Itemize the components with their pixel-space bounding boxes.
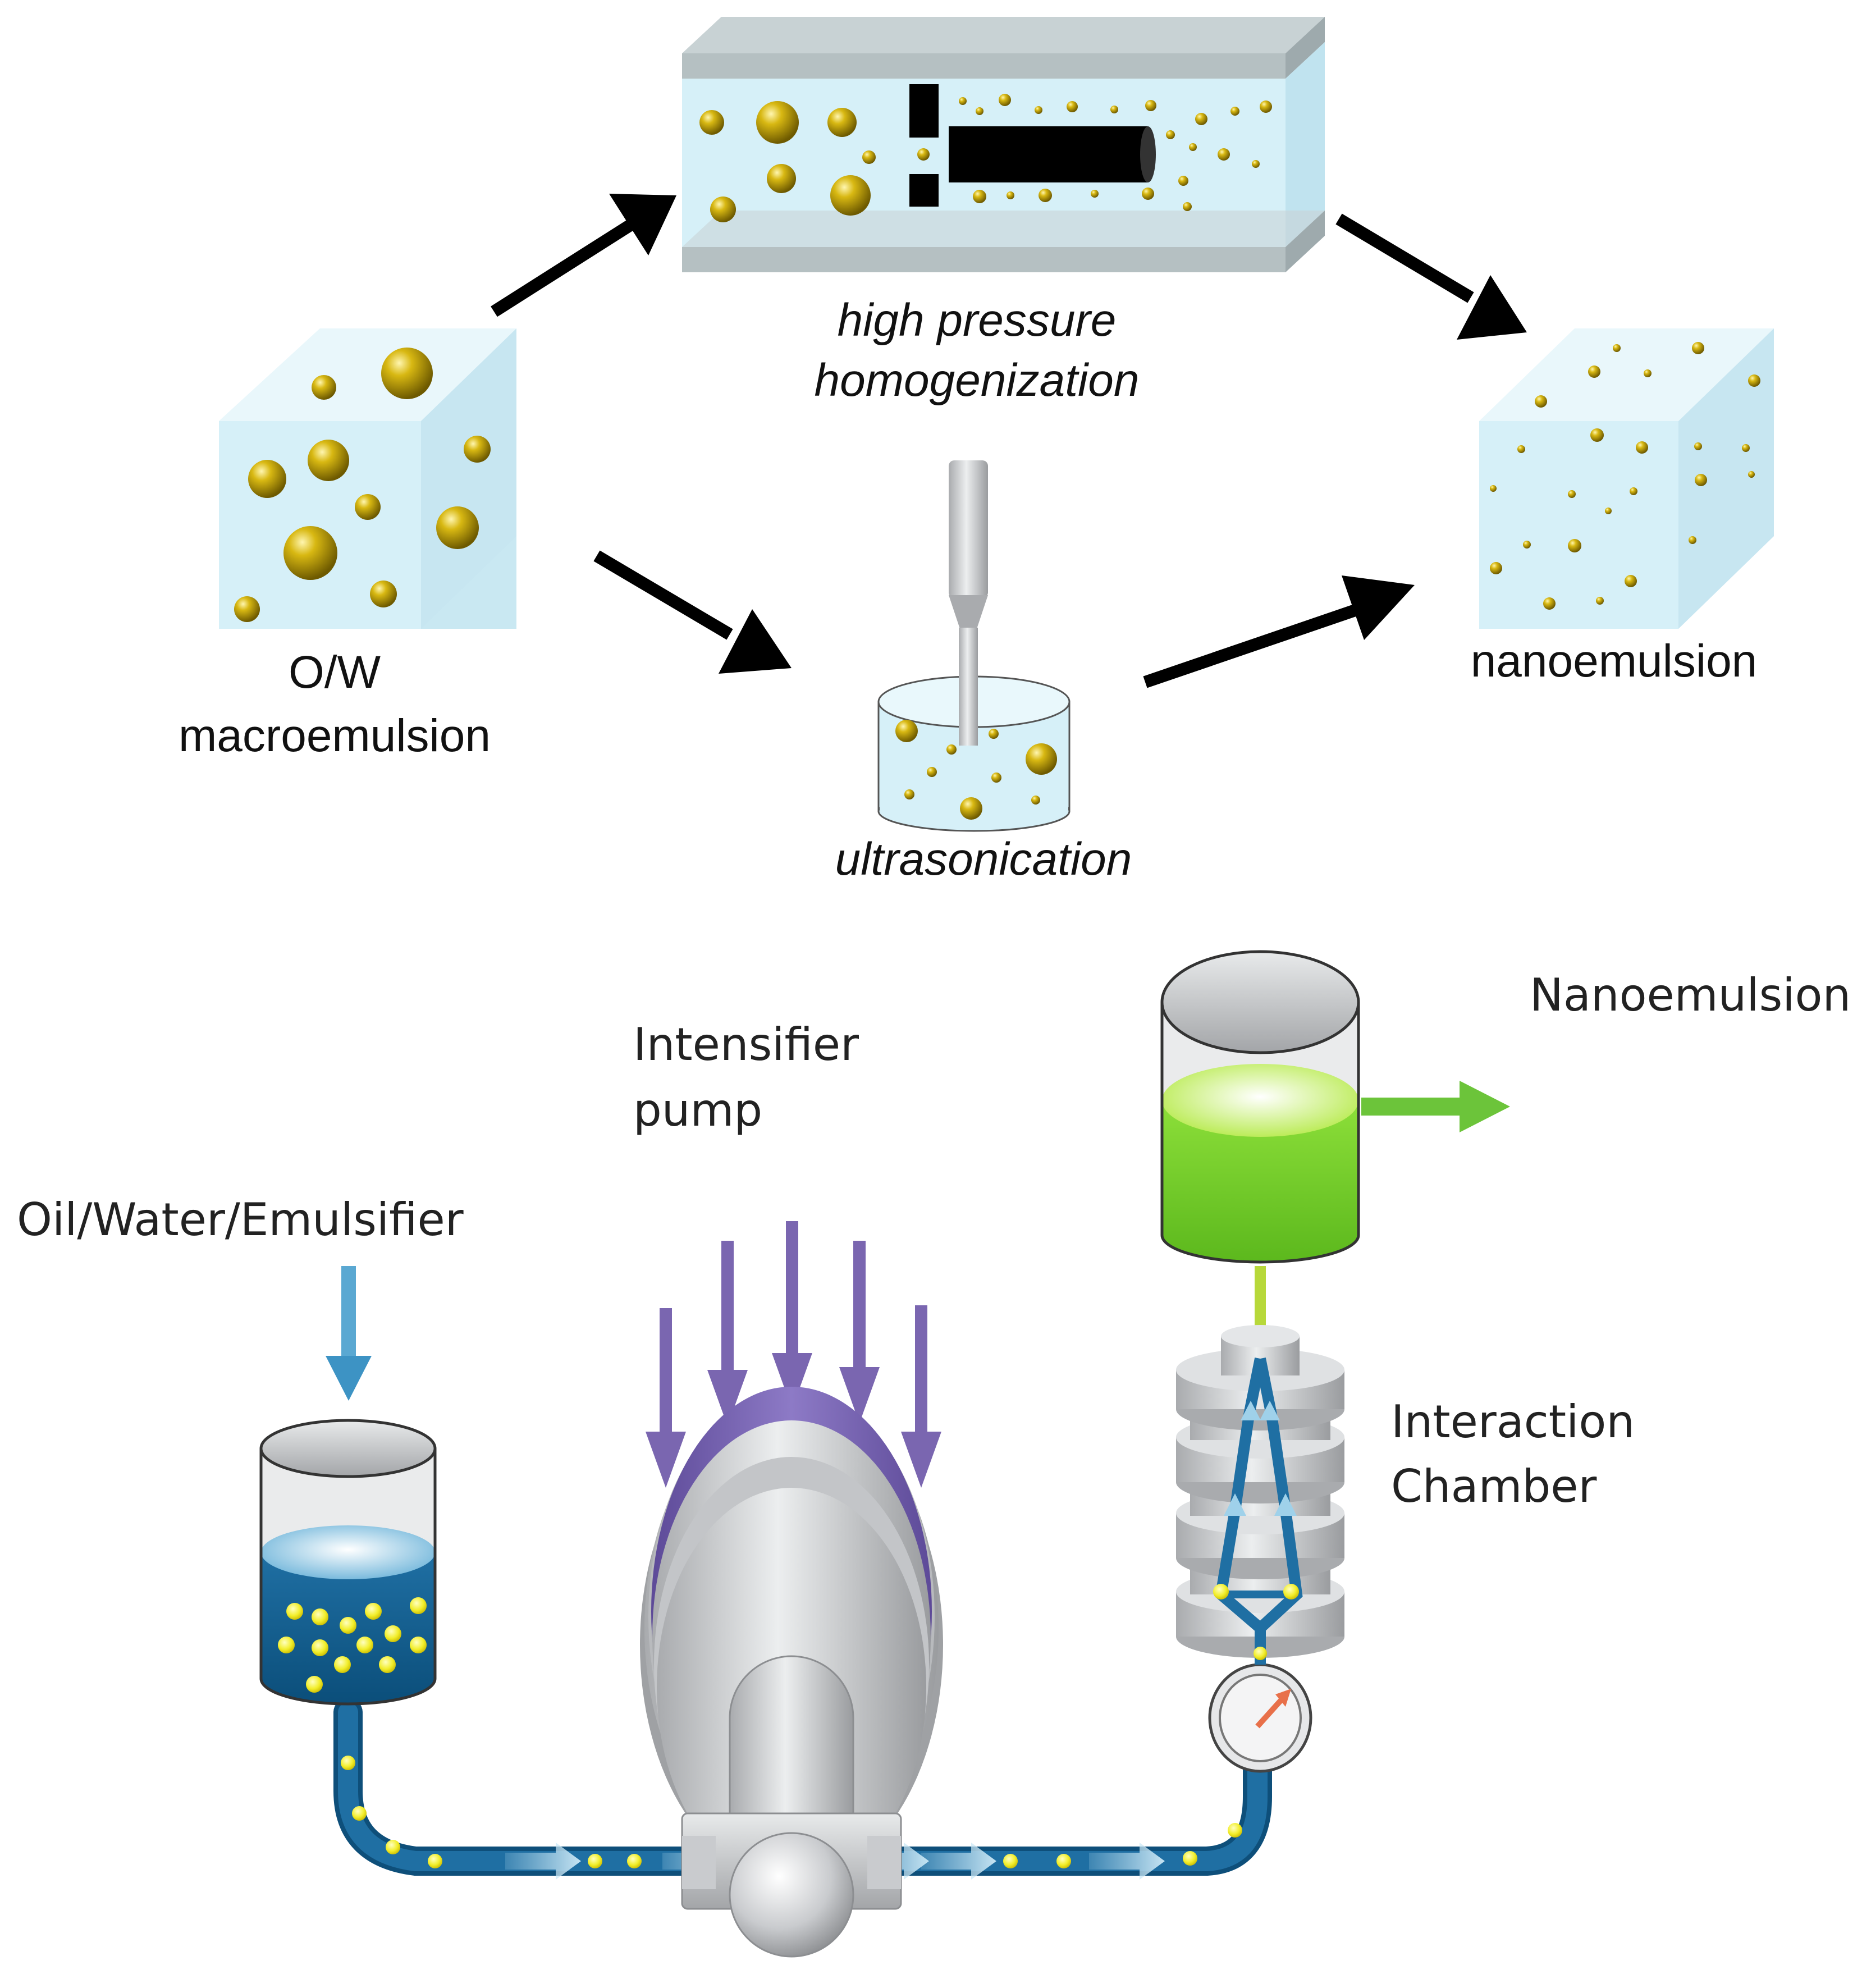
pump-arrow-shaft-5: [915, 1305, 927, 1437]
pump-arrow-head-3: [772, 1353, 812, 1409]
arrow-macro-to-ultra: [593, 550, 733, 640]
pump-arrow-head-1: [646, 1432, 686, 1488]
output-arrow: [1361, 1081, 1510, 1132]
pump-arrow-shaft-4: [853, 1241, 866, 1373]
flow-arrow-4: [921, 1843, 996, 1880]
nanoemulsion-cube: [1479, 328, 1774, 629]
process-arrows: [491, 194, 1527, 688]
output-reservoir: [1160, 950, 1360, 1264]
pump-label-line1: Intensifier: [633, 1018, 859, 1071]
input-label: Oil/Water/Emulsifier: [17, 1194, 464, 1246]
arrow-hph-to-nano-head: [1457, 275, 1527, 340]
arrow-ultra-to-nano-head: [1342, 575, 1415, 640]
arrow-ultra-to-nano: [1143, 603, 1361, 688]
flow-pipe: [333, 1692, 1272, 1876]
flow-arrow-5: [1089, 1843, 1165, 1880]
pump-arrow-shaft-2: [721, 1241, 734, 1375]
feed-reservoir: [259, 1419, 437, 1706]
pump-arrow-shaft-1: [660, 1308, 672, 1437]
pump-arrow-shaft-3: [786, 1221, 798, 1359]
pump-arrow-head-2: [707, 1370, 748, 1426]
nanoemulsion-label: nanoemulsion: [1471, 636, 1758, 687]
chamber-label-line1: Interaction: [1391, 1396, 1635, 1448]
homogenizer-channel: [682, 17, 1325, 272]
chamber-label-line2: Chamber: [1391, 1460, 1597, 1512]
interaction-chamber: [1176, 1266, 1344, 1665]
intensifier-pump: [640, 1221, 943, 1958]
pipe-droplets: [341, 1756, 1242, 1868]
flow-arrow-1: [505, 1843, 581, 1880]
macroemulsion-label-line2: macroemulsion: [179, 710, 491, 761]
ultrasonication-beaker: [877, 460, 1071, 832]
homogenization-label-line2: homogenization: [815, 355, 1140, 406]
pump-label-line2: pump: [633, 1084, 762, 1136]
macroemulsion-label-line1: O/W: [289, 647, 381, 698]
arrow-macro-to-hph: [491, 213, 643, 317]
pump-arrow-head-4: [839, 1367, 880, 1423]
pump-arrow-head-5: [901, 1432, 941, 1488]
arrow-macro-to-hph-head: [609, 194, 676, 255]
ultrasonication-label: ultrasonication: [835, 834, 1132, 885]
homogenization-label-line1: high pressure: [838, 295, 1117, 346]
arrow-hph-to-nano: [1335, 213, 1474, 303]
output-label: Nanoemulsion: [1530, 969, 1851, 1021]
pressure-gauge: [1208, 1663, 1312, 1773]
macroemulsion-cube: [219, 328, 516, 629]
arrow-macro-to-ultra-head: [719, 609, 792, 674]
input-arrow: [326, 1266, 372, 1401]
